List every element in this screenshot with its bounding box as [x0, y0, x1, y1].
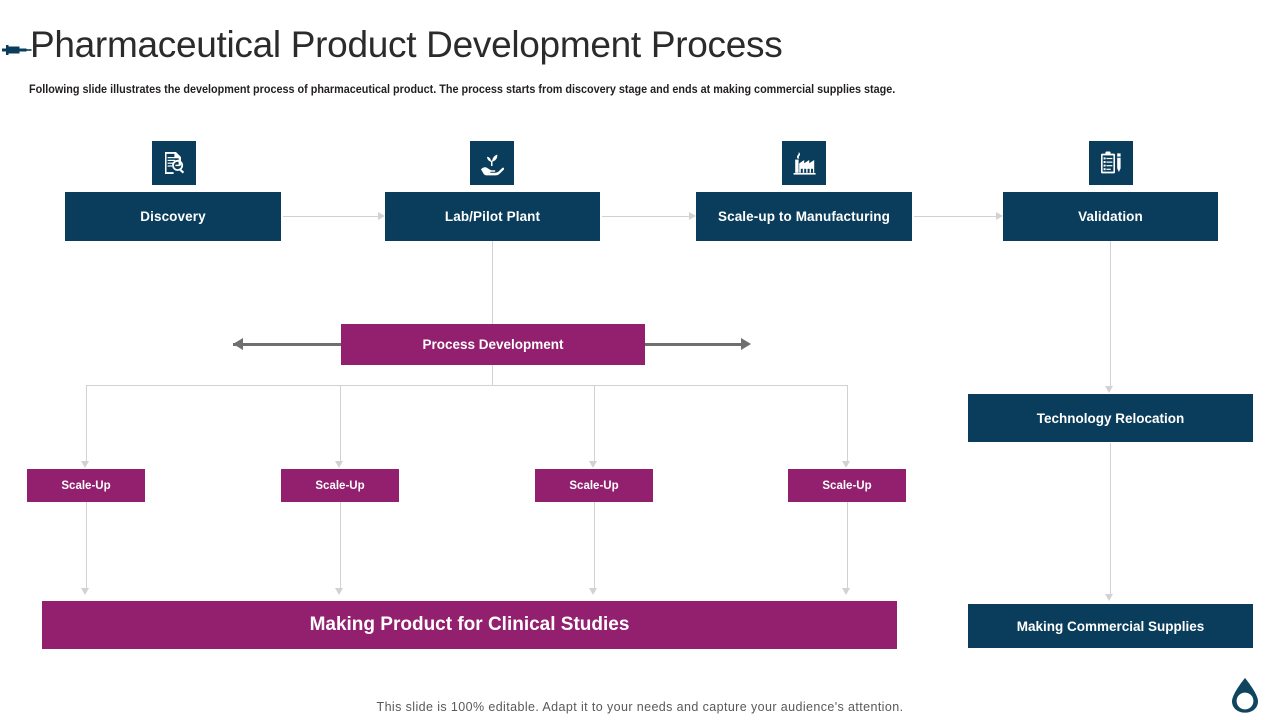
- scale-up-box-4[interactable]: Scale-Up: [788, 469, 906, 502]
- scale-up-label: Scale-Up: [61, 479, 111, 492]
- stage-label: Scale-up to Manufacturing: [717, 209, 890, 224]
- connector-arrow-scaleup-1: [81, 461, 89, 468]
- document-search-icon: [152, 141, 196, 185]
- commercial-supplies-label: Making Commercial Supplies: [1016, 618, 1205, 634]
- connector-bus-to-scaleup-2: [340, 385, 341, 463]
- stage-box-scale-up-to-manufacturing[interactable]: Scale-up to Manufacturing: [696, 192, 912, 241]
- connector-scaleup-2-to-clinical: [340, 502, 341, 590]
- connector-arrow-clinical-2: [335, 588, 343, 595]
- process-development-label: Process Development: [422, 337, 564, 352]
- stage-box-lab-pilot-plant[interactable]: Lab/Pilot Plant: [385, 192, 600, 241]
- connector-scaleup-3-to-clinical: [594, 502, 595, 590]
- connector-arrow-discovery-to-lab: [378, 212, 385, 220]
- connector-arrow-scaleup-mfg-to-validation: [996, 212, 1003, 220]
- connector-bus-to-scaleup-3: [594, 385, 595, 463]
- rule-right-arrowhead: [741, 338, 751, 350]
- making-commercial-supplies-box[interactable]: Making Commercial Supplies: [968, 604, 1253, 648]
- scale-up-label: Scale-Up: [569, 479, 619, 492]
- connector-arrow-clinical-3: [589, 588, 597, 595]
- rule-left-process-development: [233, 343, 343, 346]
- connector-technology-relocation-to-commercial: [1110, 443, 1111, 596]
- connector-arrow-technology-relocation: [1105, 386, 1113, 393]
- connector-validation-to-technology-relocation: [1110, 241, 1111, 387]
- stage-label: Validation: [1078, 209, 1143, 224]
- scale-up-box-2[interactable]: Scale-Up: [281, 469, 399, 502]
- footer-note: This slide is 100% editable. Adapt it to…: [376, 700, 904, 714]
- process-development-box[interactable]: Process Development: [341, 324, 645, 365]
- page-title: Pharmaceutical Product Development Proce…: [30, 24, 783, 65]
- connector-scaleup-1-to-clinical: [86, 502, 87, 590]
- connector-bus-to-scaleup-4: [847, 385, 848, 463]
- connector-arrow-commercial: [1105, 594, 1113, 601]
- scale-up-label: Scale-Up: [315, 479, 365, 492]
- connector-bus-to-scaleup-1: [86, 385, 87, 463]
- connector-arrow-scaleup-4: [842, 461, 850, 468]
- connector-arrow-scaleup-3: [589, 461, 597, 468]
- connector-arrow-lab-to-scaleup-mfg: [689, 212, 696, 220]
- stage-box-discovery[interactable]: Discovery: [65, 192, 281, 241]
- rule-left-arrowhead: [233, 338, 243, 350]
- connector-process-development-stem: [492, 365, 493, 386]
- stage-label: Discovery: [140, 209, 206, 224]
- scale-up-label: Scale-Up: [822, 479, 872, 492]
- stage-label: Lab/Pilot Plant: [444, 209, 541, 224]
- technology-relocation-box[interactable]: Technology Relocation: [968, 394, 1253, 442]
- syringe-icon: [2, 40, 32, 60]
- connector-scaleup-4-to-clinical: [847, 502, 848, 590]
- connector-arrow-clinical-4: [842, 588, 850, 595]
- connector-arrow-scaleup-2: [335, 461, 343, 468]
- connector-scaleup-bus: [86, 385, 848, 386]
- making-product-clinical-studies-bar[interactable]: Making Product for Clinical Studies: [42, 601, 897, 649]
- connector-arrow-clinical-1: [81, 588, 89, 595]
- technology-relocation-label: Technology Relocation: [1036, 410, 1185, 426]
- clipboard-checklist-pencil-icon: [1089, 141, 1133, 185]
- connector-scaleup-mfg-to-validation: [914, 216, 996, 217]
- stage-box-validation[interactable]: Validation: [1003, 192, 1218, 241]
- rule-right-process-development: [643, 343, 741, 346]
- connector-lab-to-scaleup-mfg: [602, 216, 689, 217]
- clinical-studies-label: Making Product for Clinical Studies: [309, 614, 630, 635]
- hand-plant-icon: [470, 141, 514, 185]
- page-subtitle: Following slide illustrates the developm…: [29, 84, 896, 96]
- connector-lab-to-process-development: [492, 241, 493, 325]
- connector-discovery-to-lab: [283, 216, 378, 217]
- factory-icon: [782, 141, 826, 185]
- scale-up-box-1[interactable]: Scale-Up: [27, 469, 145, 502]
- water-droplet-logo: [1228, 676, 1262, 714]
- scale-up-box-3[interactable]: Scale-Up: [535, 469, 653, 502]
